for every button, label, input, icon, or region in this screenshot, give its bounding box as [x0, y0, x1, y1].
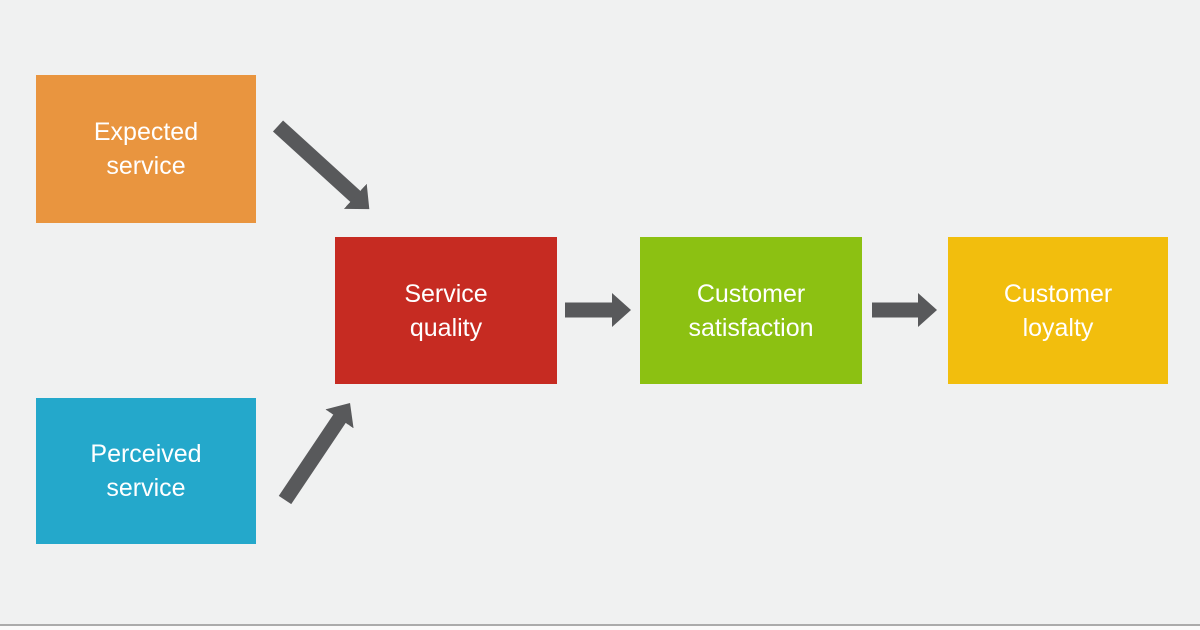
node-perceived-service: Perceived service — [36, 398, 256, 544]
connector-perceived-to-quality — [278, 403, 354, 505]
node-service-quality-label: Service quality — [404, 279, 488, 342]
node-service-quality: Service quality — [335, 237, 557, 384]
node-customer-satisfaction-label: Customer satisfaction — [688, 279, 814, 342]
node-customer-satisfaction: Customer satisfaction — [640, 237, 862, 384]
node-perceived-service-label: Perceived service — [90, 440, 202, 502]
connector-expected-to-quality — [272, 120, 370, 210]
node-customer-loyalty-label: Customer loyalty — [1003, 279, 1113, 342]
slide-bottom-edge — [0, 624, 1200, 630]
node-expected-service: Expected service — [36, 75, 256, 223]
node-expected-service-label: Expected service — [93, 118, 199, 180]
node-customer-loyalty: Customer loyalty — [948, 237, 1168, 384]
